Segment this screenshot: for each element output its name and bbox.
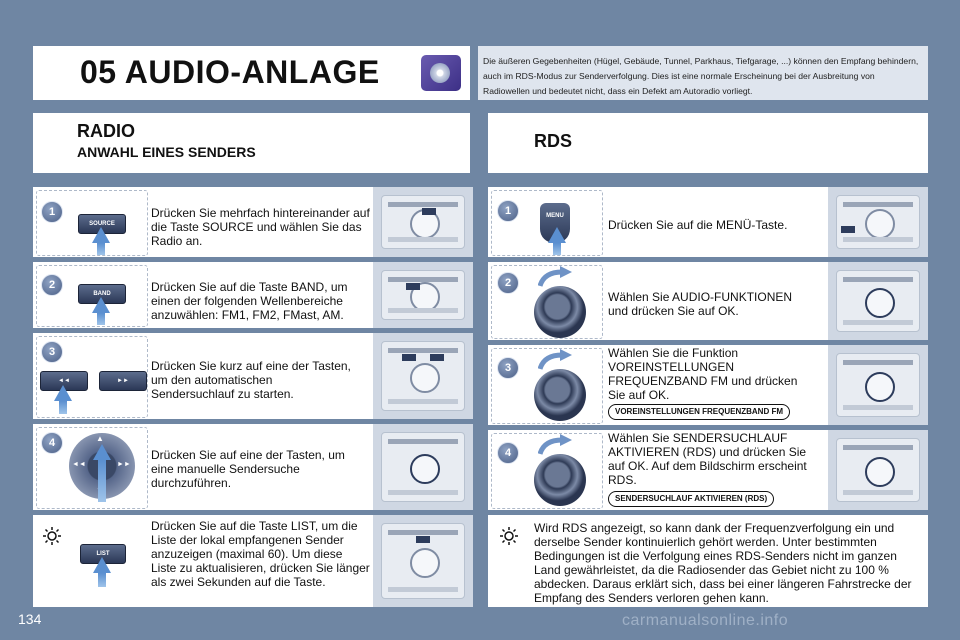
step-number: 2 xyxy=(497,272,519,294)
radio-tip: LIST Drücken Sie auf die Taste LIST, um … xyxy=(33,515,473,607)
list-key: LIST xyxy=(80,544,126,564)
radio-panel-thumbnail xyxy=(373,262,473,328)
left-key: ◄◄ xyxy=(72,461,86,468)
step-number: 4 xyxy=(497,442,519,464)
ok-knob xyxy=(534,454,586,506)
radio-panel-thumbnail xyxy=(828,187,928,257)
arrow-up-icon xyxy=(93,444,111,460)
step-number: 2 xyxy=(41,274,63,296)
step-text: Drücken Sie kurz auf eine der Tasten, um… xyxy=(151,359,351,401)
page-title: 05 AUDIO-ANLAGE xyxy=(80,54,380,90)
radio-panel-thumbnail xyxy=(373,515,473,607)
rds-step-2: 2 Wählen Sie AUDIO-FUNKTIONEN und drücke… xyxy=(488,262,928,340)
arrow-up-icon xyxy=(93,557,111,573)
rds-section-header xyxy=(488,113,928,173)
rds-title: RDS xyxy=(534,131,573,151)
radio-section-header xyxy=(33,113,470,173)
step-number: 1 xyxy=(41,201,63,223)
radio-subtitle: ANWAHL EINES SENDERS xyxy=(77,144,256,160)
menu-option-badge: SENDERSUCHLAUF AKTIVIEREN (RDS) xyxy=(608,491,775,507)
intro-text: Die äußeren Gegebenheiten (Hügel, Gebäud… xyxy=(483,56,919,96)
ok-knob xyxy=(534,369,586,421)
radio-panel-thumbnail xyxy=(828,430,928,510)
up-key: ▲ xyxy=(96,434,104,443)
title-bar xyxy=(33,46,470,100)
rds-step-4: 4 Wählen Sie SENDERSUCHLAUF AKTIVIEREN (… xyxy=(488,430,928,510)
radio-step-2: 2 BAND Drücken Sie auf die Taste BAND, u… xyxy=(33,262,473,328)
arrow-up-icon xyxy=(54,385,72,401)
arrow-up-icon xyxy=(92,297,110,313)
radio-panel-thumbnail xyxy=(828,262,928,340)
radio-step-3: 3 ◄◄ ►► Drücken Sie kurz auf eine der Ta… xyxy=(33,333,473,419)
step-number: 3 xyxy=(41,341,63,363)
cd-disc-icon xyxy=(421,55,461,91)
rds-tip: Wird RDS angezeigt, so kann dank der Fre… xyxy=(488,515,928,607)
seek-forward-key: ►► xyxy=(99,371,147,391)
step-text: Wählen Sie SENDERSUCHLAUF AKTIVIEREN (RD… xyxy=(608,431,807,487)
right-key: ►► xyxy=(117,461,131,468)
radio-title: RADIO xyxy=(77,121,135,141)
step-text: Drücken Sie auf die MENÜ-Taste. xyxy=(608,218,788,232)
radio-panel-thumbnail xyxy=(373,187,473,257)
watermark: carmanualsonline.info xyxy=(622,612,789,629)
step-text: Drücken Sie auf eine der Tasten, um eine… xyxy=(151,448,345,490)
step-text: Drücken Sie mehrfach hintereinander auf … xyxy=(151,206,370,248)
page-number: 134 xyxy=(18,611,42,627)
menu-option-badge: VOREINSTELLUNGEN FREQUENZBAND FM xyxy=(608,404,790,420)
radio-panel-thumbnail xyxy=(373,333,473,419)
rds-step-1: 1 MENU Drücken Sie auf die MENÜ-Taste. xyxy=(488,187,928,257)
rds-step-3: 3 Wählen Sie die Funktion VOREINSTELLUNG… xyxy=(488,345,928,425)
step-number: 3 xyxy=(497,357,519,379)
radio-step-1: 1 SOURCE Drücken Sie mehrfach hintereina… xyxy=(33,187,473,257)
intro-panel xyxy=(478,46,928,100)
tip-text: Wird RDS angezeigt, so kann dank der Fre… xyxy=(534,521,912,605)
rotate-arrow-icon xyxy=(538,349,572,370)
step-text: Wählen Sie AUDIO-FUNKTIONEN und drücken … xyxy=(608,290,793,318)
radio-panel-thumbnail xyxy=(828,345,928,425)
step-number: 4 xyxy=(41,432,63,454)
radio-panel-thumbnail xyxy=(373,424,473,510)
arrow-up-icon xyxy=(92,227,110,243)
arrow-up-icon xyxy=(548,227,566,243)
step-text: Drücken Sie auf die Taste BAND, um einen… xyxy=(151,280,348,322)
step-number: 1 xyxy=(497,200,519,222)
rotate-arrow-icon xyxy=(538,434,572,455)
step-text: Wählen Sie die Funktion VOREINSTELLUNGEN… xyxy=(608,346,798,402)
rotate-arrow-icon xyxy=(538,266,572,287)
tip-text: Drücken Sie auf die Taste LIST, um die L… xyxy=(151,519,370,589)
ok-knob xyxy=(534,286,586,338)
radio-step-4: 4 ▲ ◄◄ ►► ▼ Drücken Sie auf eine der Tas… xyxy=(33,424,473,510)
tip-sun-icon xyxy=(500,527,518,545)
tip-sun-icon xyxy=(43,527,61,545)
